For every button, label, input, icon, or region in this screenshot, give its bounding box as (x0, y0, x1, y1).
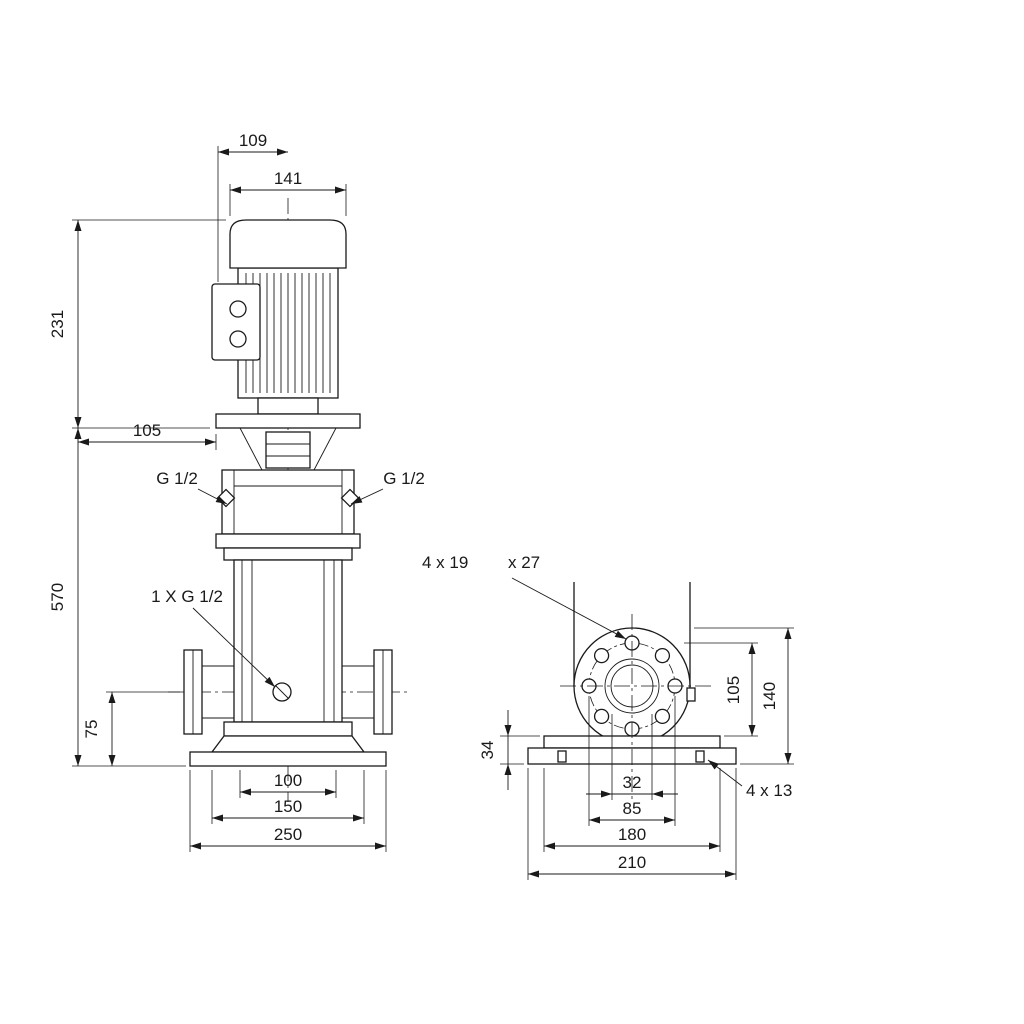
dim-210: 210 (618, 853, 646, 872)
port-flange-left (183, 649, 234, 735)
label-g12-right: G 1/2 (383, 469, 425, 488)
pump-head (216, 469, 360, 535)
port-flange-right (342, 649, 393, 735)
motor-top-cap (229, 219, 347, 269)
dim-75: 75 (82, 720, 101, 739)
flange-tab (686, 687, 696, 702)
terminal-box-screw-top (229, 300, 247, 318)
motor-neck (257, 397, 319, 415)
leader-g12-left (197, 488, 228, 505)
motor-fins (245, 273, 331, 393)
side-dimensions: 4 x 19 x 27 34 105 140 (422, 553, 794, 880)
head-flange-plate (215, 533, 361, 549)
motor-stool (239, 427, 337, 471)
dim-109: 109 (239, 131, 267, 150)
coupling (265, 431, 311, 469)
raised-face-circle (604, 658, 660, 714)
label-flange-counterbore: x 27 (508, 553, 540, 572)
motor-stool-plate (215, 413, 361, 429)
dim-34: 34 (478, 741, 497, 760)
base-plate (189, 751, 387, 767)
terminal-box-screw-bottom (229, 330, 247, 348)
dim-250: 250 (274, 825, 302, 844)
dim-141: 141 (274, 169, 302, 188)
label-flange-holes: 4 x 19 (422, 553, 468, 572)
dim-570: 570 (48, 583, 67, 611)
side-view: 4 x 19 x 27 34 105 140 (422, 553, 794, 880)
base-bolt-slot-left (557, 750, 567, 763)
front-view: 109 141 231 570 105 75 (48, 131, 425, 852)
motor (211, 219, 361, 429)
dim-32: 32 (623, 773, 642, 792)
leader-drain (192, 607, 276, 688)
base-bolt-slot-right (695, 750, 705, 763)
label-drain: 1 X G 1/2 (151, 587, 223, 606)
dim-100: 100 (274, 771, 302, 790)
leader-base-holes (707, 759, 743, 787)
terminal-box (211, 283, 261, 361)
bottom-plate (223, 721, 353, 737)
dim-180: 180 (618, 825, 646, 844)
upper-plate (223, 547, 353, 561)
leader-flange-holes (511, 577, 627, 640)
leader-g12-right (350, 488, 384, 505)
dim-85: 85 (623, 799, 642, 818)
front-dimensions: 109 141 231 570 105 75 (48, 131, 425, 852)
dim-105-front: 105 (133, 421, 161, 440)
dim-140: 140 (760, 682, 779, 710)
label-g12-left: G 1/2 (156, 469, 198, 488)
label-base-holes: 4 x 13 (746, 781, 792, 800)
dim-231: 231 (48, 310, 67, 338)
chamber-stack (215, 533, 361, 737)
dim-150: 150 (274, 797, 302, 816)
dim-105-side: 105 (724, 676, 743, 704)
pump-base (189, 735, 387, 767)
